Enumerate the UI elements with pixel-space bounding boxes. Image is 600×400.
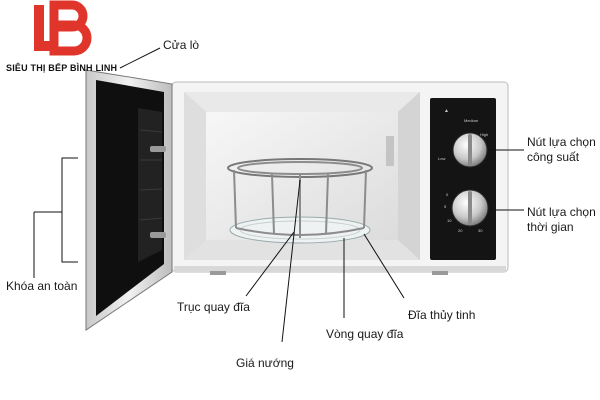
svg-text:30: 30 [478, 228, 483, 233]
svg-text:0: 0 [446, 192, 449, 197]
timer-knob-label-line2: thời gian [527, 220, 574, 234]
turntable-axis-pointer [245, 231, 295, 297]
safety-lock-label: Khóa an toàn [6, 279, 78, 293]
door-pointer [119, 47, 161, 69]
grill-rack-pointer [281, 179, 301, 343]
timer-knob[interactable]: 0 5 10 20 30 [444, 189, 489, 233]
svg-text:Low: Low [438, 156, 445, 161]
grill-rack-label: Giá nướng [236, 356, 294, 370]
svg-text:High: High [480, 132, 488, 137]
control-panel: ▲ Medium High Low [430, 98, 496, 260]
door-window-grid [139, 129, 163, 221]
turntable-axis-label: Trục quay đĩa [177, 300, 250, 314]
safety-lock-hooks [150, 146, 166, 238]
power-knob-label-line1: Nút lựa chọn [527, 135, 596, 149]
glass-plate-label: Đĩa thủy tinh [408, 308, 476, 322]
power-knob[interactable] [452, 132, 488, 168]
timer-knob-label-line1: Nút lựa chọn [527, 205, 596, 219]
svg-text:10: 10 [447, 218, 452, 223]
glass-plate-pointer [363, 233, 405, 299]
svg-text:5: 5 [444, 204, 447, 209]
svg-text:20: 20 [458, 228, 463, 233]
turntable-ring-label: Vòng quay đĩa [326, 327, 404, 341]
door-label: Cửa lò [163, 38, 200, 52]
safety-lock-bracket [61, 157, 78, 263]
pointer-lines [33, 47, 524, 343]
power-knob-label-line2: công suất [527, 150, 580, 164]
svg-text:▲: ▲ [444, 108, 449, 114]
grill-rack [227, 158, 373, 238]
brand-logo [34, 0, 92, 56]
oven-door[interactable] [85, 69, 173, 331]
brand-name: SIÊU THỊ BẾP BÌNH LINH [6, 63, 118, 73]
svg-text:Medium: Medium [464, 118, 479, 123]
